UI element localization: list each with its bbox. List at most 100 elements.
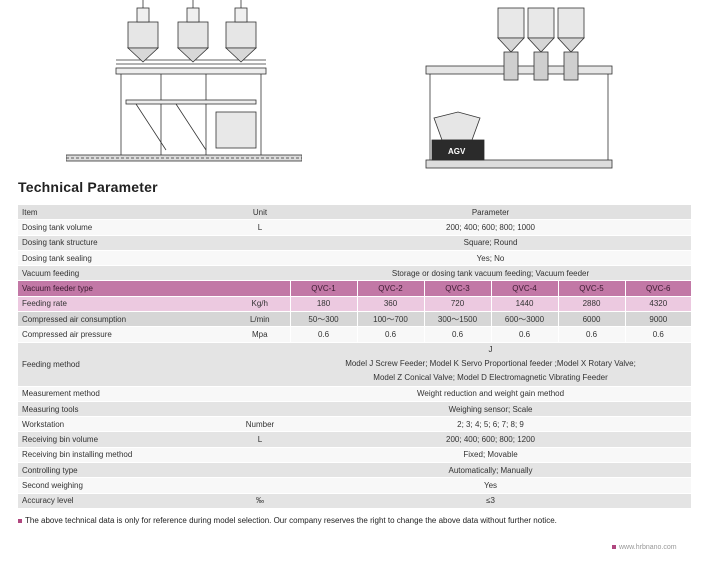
value-cell: 100～700 — [356, 311, 424, 328]
row-item: Feeding rate — [18, 296, 230, 313]
table-row: Workstation Number 2; 3; 4; 5; 6; 7; 8; … — [18, 416, 692, 433]
model-cell: QVC-2 — [356, 280, 424, 297]
table-row: Measurement method Weight reduction and … — [18, 386, 692, 402]
row-value: Yes; No — [290, 250, 692, 267]
value-cell: 360 — [356, 296, 424, 313]
row-unit — [230, 235, 290, 251]
row-value: Weight reduction and weight gain method — [290, 386, 692, 402]
table-row: Receiving bin volume L 200; 400; 600; 80… — [18, 431, 692, 448]
value-cell: 50～300 — [289, 311, 357, 328]
row-item: Dosing tank sealing — [18, 250, 230, 267]
model-cell: QVC-4 — [490, 280, 558, 297]
value-cell: 1440 — [490, 296, 558, 313]
row-unit — [230, 250, 290, 267]
row-unit: L — [230, 219, 290, 236]
row-item: Second weighing — [18, 477, 230, 494]
row-unit — [230, 447, 290, 464]
row-item: Accuracy level — [18, 493, 230, 509]
compressed-air-pressure-row: Compressed air pressure Mpa 0.6 0.6 0.6 … — [18, 326, 692, 343]
table-row: Accuracy level ‰ ≤3 — [18, 493, 692, 509]
row-item: Measuring tools — [18, 401, 230, 418]
row-value: 200; 400; 600; 800; 1200 — [290, 431, 692, 448]
model-cell: QVC-6 — [624, 280, 692, 297]
row-unit — [230, 386, 290, 402]
row-value: Yes — [290, 477, 692, 494]
feeding-method-line: Model Z Conical Valve; Model D Electroma… — [373, 373, 608, 383]
row-unit — [230, 401, 290, 418]
agv-label: AGV — [448, 147, 466, 156]
value-cell: 0.6 — [423, 326, 491, 343]
header-parameter: Parameter — [290, 205, 692, 221]
row-unit — [230, 265, 290, 282]
model-cell: QVC-3 — [423, 280, 491, 297]
value-cell: 6000 — [557, 311, 625, 328]
model-cell: QVC-5 — [557, 280, 625, 297]
row-item: Dosing tank volume — [18, 219, 230, 236]
header-unit: Unit — [230, 205, 290, 221]
model-cell: QVC-1 — [289, 280, 357, 297]
row-item: Compressed air pressure — [18, 326, 230, 343]
row-item: Dosing tank structure — [18, 235, 230, 251]
table-row: Controlling type Automatically; Manually — [18, 462, 692, 479]
row-unit — [230, 280, 290, 297]
value-cell: 4320 — [624, 296, 692, 313]
row-item: Vacuum feeding — [18, 265, 230, 282]
value-cell: 9000 — [624, 311, 692, 328]
compressed-air-consumption-row: Compressed air consumption L/min 50～300 … — [18, 311, 692, 328]
table-row: Dosing tank sealing Yes; No — [18, 250, 692, 267]
row-value: Fixed; Movable — [290, 447, 692, 464]
section-title: Technical Parameter — [18, 179, 158, 195]
value-cell: 180 — [289, 296, 357, 313]
table-header-row: Item Unit Parameter — [18, 205, 692, 221]
value-cell: 600～3000 — [490, 311, 558, 328]
row-value: Weighing sensor; Scale — [290, 401, 692, 418]
bullet-square-icon — [18, 518, 22, 523]
row-unit: L — [230, 431, 290, 448]
row-item: Feeding method — [18, 342, 230, 387]
row-value: ≤3 — [290, 493, 692, 509]
value-cell: 0.6 — [289, 326, 357, 343]
row-value: Storage or dosing tank vacuum feeding; V… — [290, 265, 692, 282]
row-item: Controlling type — [18, 462, 230, 479]
value-cell: 0.6 — [624, 326, 692, 343]
row-value: J Model J Screw Feeder; Model K Servo Pr… — [290, 342, 692, 387]
dosing-station-illustration — [66, 0, 302, 162]
row-unit: ‰ — [230, 493, 290, 509]
row-item: Measurement method — [18, 386, 230, 402]
row-unit: Number — [230, 416, 290, 433]
feeding-method-line: J — [488, 344, 493, 354]
row-value: 200; 400; 600; 800; 1000 — [290, 219, 692, 236]
value-cell: 0.6 — [490, 326, 558, 343]
disclaimer-text: The above technical data is only for ref… — [25, 516, 557, 525]
feeding-rate-row: Feeding rate Kg/h 180 360 720 1440 2880 … — [18, 296, 692, 313]
feeding-method-row: Feeding method J Model J Screw Feeder; M… — [18, 342, 692, 387]
technical-parameter-table: Item Unit Parameter Dosing tank volume L… — [18, 205, 692, 509]
value-cell: 2880 — [557, 296, 625, 313]
table-row: Dosing tank structure Square; Round — [18, 235, 692, 251]
row-value: Automatically; Manually — [290, 462, 692, 479]
table-row: Dosing tank volume L 200; 400; 600; 800;… — [18, 219, 692, 236]
agv-station-illustration: AGV — [425, 7, 613, 169]
row-unit — [230, 462, 290, 479]
row-unit — [230, 477, 290, 494]
vacuum-feeder-type-row: Vacuum feeder type QVC-1 QVC-2 QVC-3 QVC… — [18, 280, 692, 297]
value-cell: 720 — [423, 296, 491, 313]
value-cell: 0.6 — [557, 326, 625, 343]
row-item: Workstation — [18, 416, 230, 433]
table-row: Measuring tools Weighing sensor; Scale — [18, 401, 692, 418]
row-item: Compressed air consumption — [18, 311, 230, 328]
row-value: 2; 3; 4; 5; 6; 7; 8; 9 — [290, 416, 692, 433]
table-row: Vacuum feeding Storage or dosing tank va… — [18, 265, 692, 282]
header-item: Item — [18, 205, 230, 221]
table-row: Second weighing Yes — [18, 477, 692, 494]
value-cell: 0.6 — [356, 326, 424, 343]
row-item: Receiving bin volume — [18, 431, 230, 448]
row-unit: L/min — [230, 311, 290, 328]
row-unit: Kg/h — [230, 296, 290, 313]
website-footer: www.hrbnano.com — [612, 544, 677, 551]
disclaimer-note: The above technical data is only for ref… — [18, 516, 557, 525]
row-item: Vacuum feeder type — [18, 280, 230, 297]
row-value: Square; Round — [290, 235, 692, 251]
feeding-method-line: Model J Screw Feeder; Model K Servo Prop… — [345, 358, 636, 368]
row-unit: Mpa — [230, 326, 290, 343]
